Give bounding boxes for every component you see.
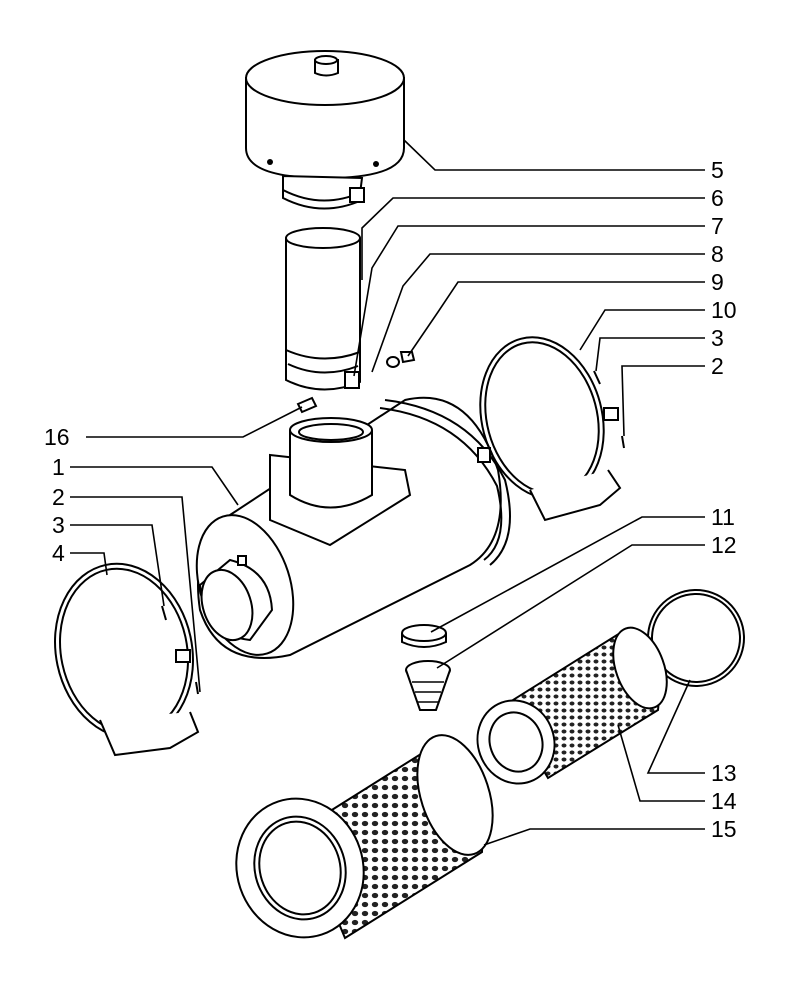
- callout-13: 13: [711, 760, 737, 786]
- callout-4: 4: [52, 540, 65, 566]
- safety-filter-element: [476, 626, 668, 785]
- mounting-strap-right: [479, 336, 625, 522]
- callout-14: 14: [711, 788, 737, 814]
- callout-11: 11: [711, 504, 735, 530]
- pre-cleaner-cap: [245, 50, 405, 210]
- callout-1: 1: [52, 454, 65, 480]
- clamp-hardware: [386, 351, 416, 368]
- screw-16: [296, 396, 318, 414]
- callout-labels: 5 6 7 8 9 10 3 2 16 1 2 3 4 11 12 13 14 …: [44, 157, 737, 842]
- callout-3-left: 3: [52, 512, 65, 538]
- callout-8: 8: [711, 241, 724, 267]
- callout-7: 7: [711, 213, 724, 239]
- mounting-strap-left: [54, 562, 200, 757]
- callout-5: 5: [711, 157, 724, 183]
- callout-2-left: 2: [52, 484, 65, 510]
- callout-2-right: 2: [711, 353, 724, 379]
- main-filter-element: [235, 734, 494, 940]
- dust-valve-assembly: [401, 624, 451, 711]
- callout-12: 12: [711, 532, 737, 558]
- callout-6: 6: [711, 185, 724, 211]
- callout-10: 10: [711, 297, 737, 323]
- intake-tube: [285, 227, 361, 391]
- filter-housing: [195, 396, 511, 659]
- callout-9: 9: [711, 269, 724, 295]
- callout-16: 16: [44, 424, 70, 450]
- callout-3-right: 3: [711, 325, 724, 351]
- callout-15: 15: [711, 816, 737, 842]
- leader-lines: [70, 139, 705, 846]
- o-ring: [647, 589, 745, 687]
